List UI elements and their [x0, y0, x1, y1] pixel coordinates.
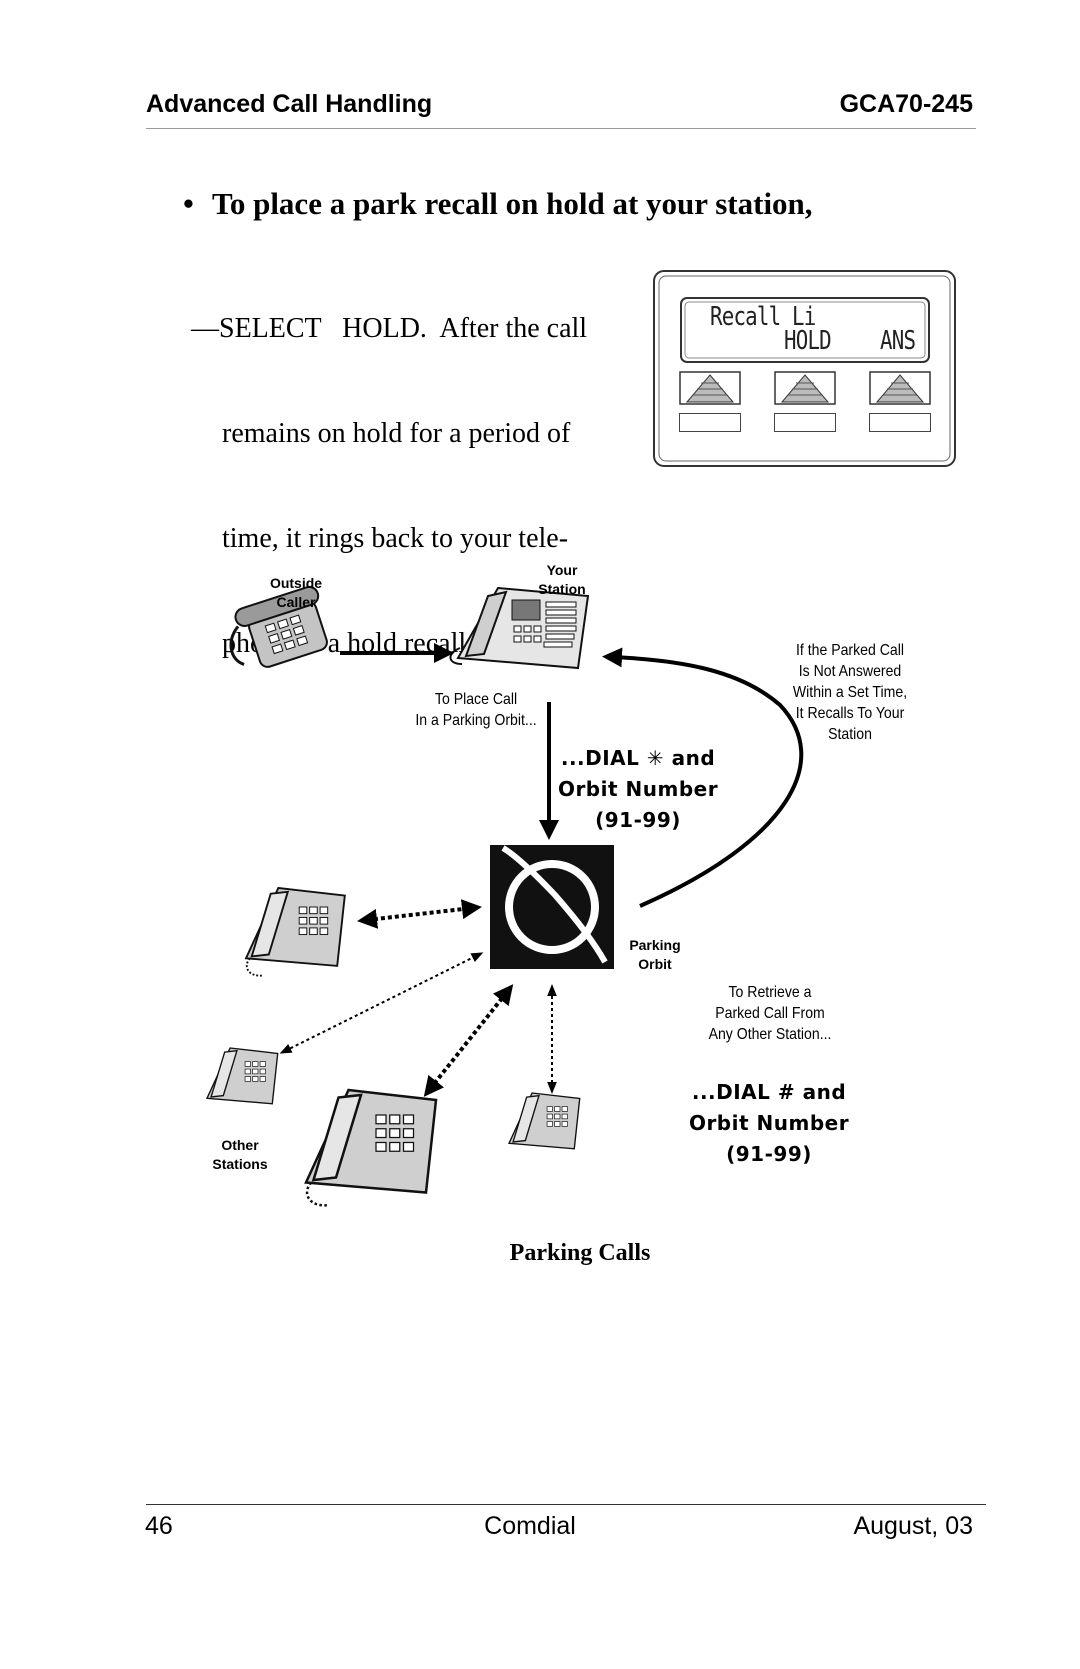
- step-instruction: —SELECT HOLD. After the call remains on …: [191, 241, 587, 696]
- telephone-icon: [304, 1088, 438, 1207]
- orbit-icon: [490, 845, 614, 969]
- document-id: GCA70-245: [839, 90, 973, 118]
- instruction-line: time, it rings back to your tele-: [222, 523, 569, 554]
- telephone-icon: [229, 585, 328, 668]
- label-to-place-call: To Place Call In a Parking Orbit...: [415, 691, 537, 729]
- dial-park-instruction: ...DIAL ✳ and Orbit Number (91-99): [557, 746, 719, 832]
- instruction-line: remains on hold for a period of: [222, 418, 571, 449]
- telephone-icon: [205, 1047, 279, 1105]
- softkey-label-slot-1: [679, 413, 741, 432]
- softkey-button-3[interactable]: [869, 371, 931, 405]
- telephone-icon: [244, 886, 346, 977]
- figure-caption: Parking Calls: [509, 1240, 651, 1266]
- lcd-panel-frame: [653, 270, 956, 467]
- softkey-label-slot-3: [869, 413, 931, 432]
- softkey-button-2[interactable]: [774, 371, 836, 405]
- telephone-icon: [507, 1092, 581, 1150]
- step-heading: To place a park recall on hold at your s…: [212, 186, 813, 221]
- instruction-line: —SELECT HOLD. After the call: [191, 313, 588, 344]
- telephone-icon: [449, 586, 590, 670]
- lcd-line-1: Recall Li: [710, 302, 816, 332]
- lcd-display-panel: Recall Li HOLD ANS: [653, 270, 956, 467]
- softkey-label-slot-2: [774, 413, 836, 432]
- lcd-softkey-ans: ANS: [880, 326, 916, 356]
- footer-rule: [146, 1504, 986, 1505]
- retrieve-note: To Retrieve a Parked Call From Any Other…: [708, 984, 832, 1043]
- page-number: 46: [145, 1512, 173, 1540]
- header-rule: [146, 128, 976, 129]
- bullet: •: [183, 186, 194, 221]
- label-your-station: Your Station: [538, 562, 586, 597]
- label-outside-caller: Outside Caller: [269, 575, 323, 610]
- lcd-softkey-hold: HOLD: [784, 326, 832, 356]
- dial-retrieve-instruction: ...DIAL # and Orbit Number (91-99): [688, 1080, 850, 1166]
- recall-note: If the Parked Call Is Not Answered Withi…: [792, 642, 908, 743]
- footer-date: August, 03: [853, 1512, 973, 1540]
- label-other-stations: Other Stations: [212, 1137, 268, 1172]
- softkey-button-1[interactable]: [679, 371, 741, 405]
- section-title: Advanced Call Handling: [146, 90, 433, 118]
- footer-brand: Comdial: [484, 1512, 576, 1540]
- label-parking-orbit: Parking Orbit: [629, 937, 681, 972]
